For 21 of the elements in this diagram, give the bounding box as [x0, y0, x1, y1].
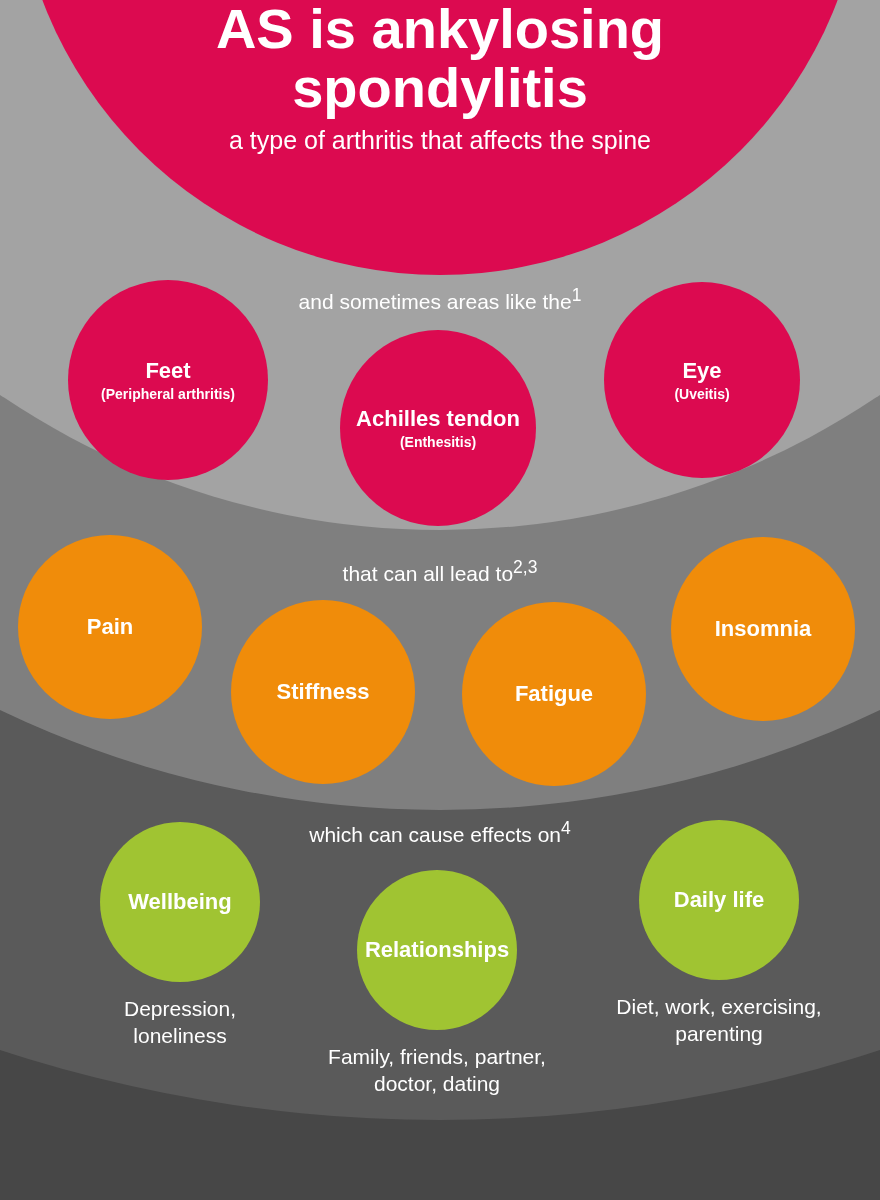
effect-description: Diet, work, exercising, parenting — [615, 994, 823, 1048]
effect-description: Depression, loneliness — [122, 996, 238, 1050]
circle-title: Feet — [145, 357, 191, 384]
subheadline: a type of arthritis that affects the spine — [228, 126, 652, 155]
circle-title: Relationships — [364, 937, 510, 963]
circle-title: Wellbeing — [128, 889, 232, 915]
headline: AS is ankylosing spondylitis — [214, 0, 666, 118]
connector-text: and sometimes areas like the$^{1}$ — [297, 285, 583, 314]
effect-description: Family, friends, partner, doctor, dating — [327, 1044, 547, 1098]
circle-title: Eye — [682, 357, 722, 384]
circle-title: Insomnia — [714, 616, 812, 642]
circle-subtitle: (Uveitis) — [674, 386, 730, 403]
connector-text: which can cause effects on$^{4}$ — [308, 818, 572, 847]
connector-text: that can all lead to$^{2,3}$ — [341, 557, 539, 586]
circle-subtitle: (Peripheral arthritis) — [101, 386, 235, 403]
circle-subtitle: (Enthesitis) — [399, 434, 477, 451]
circle-title: Fatigue — [514, 681, 594, 707]
circle-title: Pain — [86, 614, 134, 640]
circle-title: Stiffness — [276, 679, 370, 705]
circle-title: Daily life — [673, 887, 765, 913]
circle-title: Achilles tendon — [356, 405, 520, 432]
